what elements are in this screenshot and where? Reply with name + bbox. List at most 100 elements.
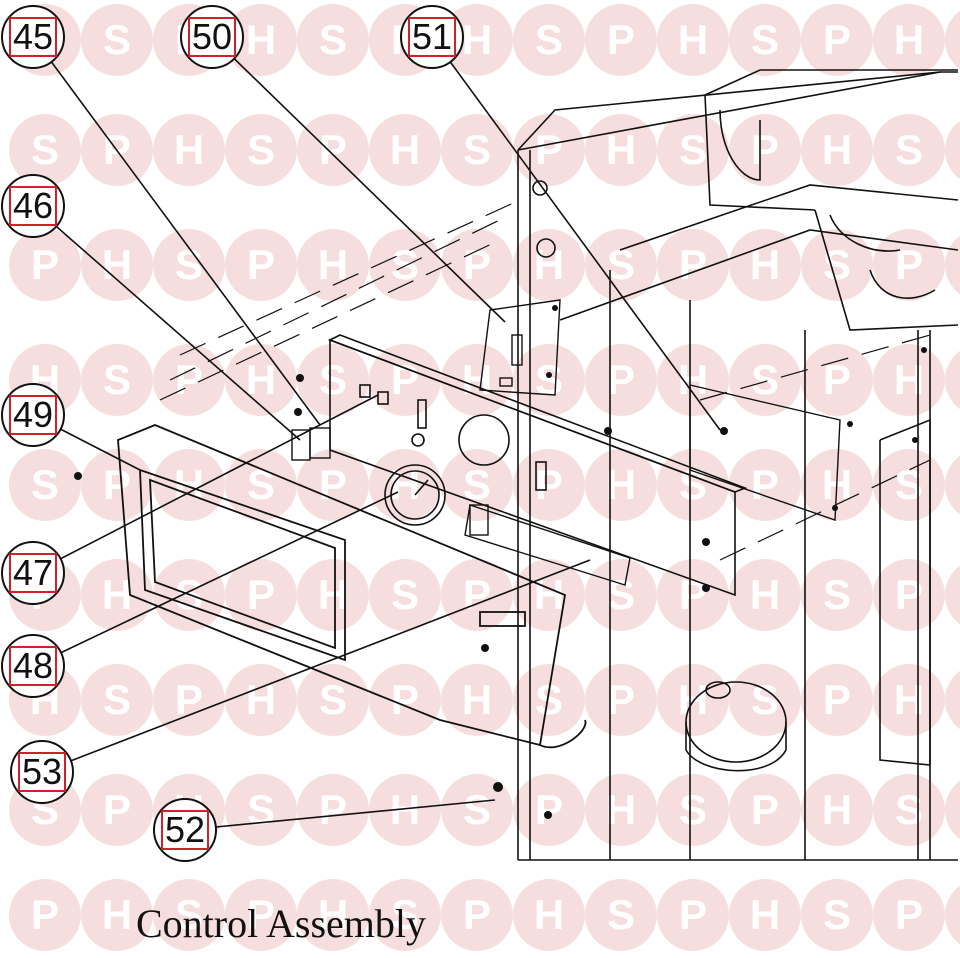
watermark-letter: P [607,356,635,403]
watermark-circle [657,879,729,951]
watermark-letter: S [319,16,347,63]
watermark-letter: S [319,356,347,403]
watermark-letter: P [463,571,491,618]
watermark-letter: S [679,786,707,833]
watermark-letter: H [534,241,564,288]
watermark-circle [225,229,297,301]
watermark-circle [297,229,369,301]
watermark-circle [369,559,441,631]
watermark-letter: H [462,16,492,63]
watermark-letter: H [174,461,204,508]
watermark-letter: H [894,16,924,63]
watermark-circle [369,879,441,951]
watermark-circle [729,559,801,631]
watermark-letter: H [246,16,276,63]
watermark-letter: S [103,676,131,723]
watermark-circle [873,229,945,301]
watermark-circle [9,229,81,301]
callout-49[interactable]: 49 [3,385,63,445]
watermark-circle [729,229,801,301]
watermark-letter: S [247,126,275,173]
watermark-circle [657,344,729,416]
watermark-circle [657,449,729,521]
callout-number: 45 [8,17,58,57]
watermark-circle [81,229,153,301]
watermark-letter: H [246,356,276,403]
watermark-letter: P [607,16,635,63]
watermark-circle [585,449,657,521]
watermark-circle [297,114,369,186]
watermark-letter: H [462,676,492,723]
watermark-letter: S [895,786,923,833]
watermark-circle [801,344,873,416]
watermark-letter: S [823,241,851,288]
callout-46[interactable]: 46 [3,176,63,236]
watermark-letter: S [31,126,59,173]
callout-48[interactable]: 48 [3,636,63,696]
callout-51[interactable]: 51 [402,7,462,67]
watermark-circle [297,774,369,846]
watermark-letter: S [751,676,779,723]
watermark-circle [729,774,801,846]
watermark-circle [441,774,513,846]
watermark-circle [729,114,801,186]
watermark-letter: S [247,786,275,833]
watermark-circle [585,4,657,76]
watermark-circle [945,235,960,295]
watermark-letter: H [390,126,420,173]
watermark-circle [945,120,960,180]
watermark-circle [513,114,585,186]
watermark-letter: H [534,891,564,938]
leader-line-46 [32,205,301,441]
watermark-circle [369,664,441,736]
watermark-circle [873,774,945,846]
watermark-circle [9,449,81,521]
watermark-letter: P [823,356,851,403]
control-panel-backplate [328,334,748,597]
watermark-letter: S [319,676,347,723]
watermark-letter: P [247,571,275,618]
callout-circles [1,5,464,862]
watermark-circle [801,664,873,736]
watermark-circle [657,664,729,736]
watermark-letter: H [750,891,780,938]
watermark-circle [9,879,81,951]
watermark-circle [657,774,729,846]
callout-leader-lines [32,36,721,831]
watermark-circle [513,344,585,416]
watermark-circle [297,344,369,416]
watermark-letter: P [607,676,635,723]
pcb-bracket [479,299,561,396]
watermark-letter: P [463,241,491,288]
watermark-letter: S [31,461,59,508]
screws [74,305,927,819]
watermark-circle [513,664,585,736]
callout-53[interactable]: 53 [12,742,72,802]
watermark-circle [81,879,153,951]
watermark-letter: S [751,356,779,403]
watermark-letter: P [679,571,707,618]
callout-50[interactable]: 50 [182,7,242,67]
callout-45[interactable]: 45 [3,7,63,67]
watermark-circle [297,664,369,736]
watermark-letter: H [750,571,780,618]
watermark-circle [873,559,945,631]
watermark-letter: P [751,786,779,833]
watermark-circle [945,350,960,410]
watermark-circle [297,879,369,951]
watermark-circle [153,344,225,416]
watermark-circle [153,229,225,301]
watermark-letter: H [534,571,564,618]
watermark-letter: S [679,126,707,173]
watermark-letter: S [535,16,563,63]
watermark-circle [81,664,153,736]
watermark-circle [81,559,153,631]
callout-47[interactable]: 47 [3,543,63,603]
watermark-circle [369,229,441,301]
watermark-circle [801,229,873,301]
watermark-circle [297,4,369,76]
callout-52[interactable]: 52 [155,800,215,860]
watermark-circle [585,229,657,301]
watermark-circle [225,774,297,846]
watermark-pattern: HSPHSPHSPHSPHSSPHSPHSPHSPHSPPHSPHSPHSPHS… [9,4,960,951]
